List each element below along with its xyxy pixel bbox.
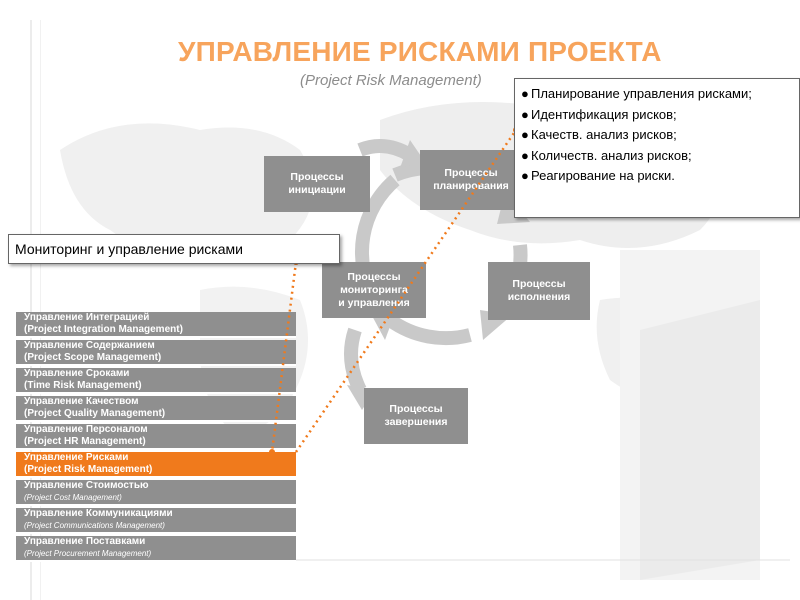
knowledge-area-ru: Управление Рисками [24,452,129,463]
knowledge-area-time: Управление Сроками (Time Risk Management… [16,368,296,394]
bullet-icon: ● [521,147,529,163]
knowledge-area-quality: Управление Качеством (Project Quality Ma… [16,396,296,422]
planning-item: ● Идентификация рисков; [521,105,793,126]
page-title: УПРАВЛЕНИЕ РИСКАМИ ПРОЕКТА [178,36,662,67]
planning-item-text: Реагирование на риски. [531,168,675,183]
knowledge-area-communications: Управление Коммуникациями (Project Commu… [16,508,296,534]
bullet-icon: ● [521,168,529,183]
knowledge-area-en: (Project Communications Management) [24,521,165,530]
planning-item: ● Реагирование на риски. [521,166,793,187]
process-planning: Процессы планирования [420,150,522,210]
planning-item: ● Качеств. анализ рисков; [521,125,793,146]
knowledge-area-ru: Управление Стоимостью [24,480,149,491]
knowledge-area-en: (Time Risk Management) [24,380,142,391]
knowledge-area-integration: Управление Интеграцией (Project Integrat… [16,312,296,338]
process-closing-line-1: Процессы [389,403,443,415]
knowledge-area-en: (Project Cost Management) [24,493,122,502]
process-initiation: Процессы инициации [264,156,370,212]
process-execution: Процессы исполнения [488,262,590,320]
process-closing-line-2: завершения [384,416,448,428]
process-planning-line-2: планирования [433,180,509,192]
knowledge-area-en: (Project Procurement Management) [24,549,152,558]
knowledge-area-risk: Управление Рисками (Project Risk Managem… [16,452,296,478]
knowledge-area-en: (Project Scope Management) [24,352,162,363]
knowledge-area-scope: Управление Содержанием (Project Scope Ma… [16,340,296,366]
planning-item-text: Качеств. анализ рисков; [531,127,677,142]
process-monitoring-line-2: мониторинга [340,283,408,296]
knowledge-area-en: (Project Quality Management) [24,408,166,419]
planning-callout: ● Планирование управления рисками; ● Иде… [514,78,800,218]
knowledge-area-procurement: Управление Поставками (Project Procureme… [16,536,296,562]
page-subtitle: (Project Risk Management) [300,72,482,89]
planning-item: ● Количеств. анализ рисков; [521,146,793,167]
knowledge-area-ru: Управление Сроками [24,368,130,379]
planning-item: ● Планирование управления рисками; [521,84,793,105]
planning-item-text: Количеств. анализ рисков; [531,147,692,163]
knowledge-area-cost: Управление Стоимостью (Project Cost Mana… [16,480,296,506]
planning-item-text: Идентификация рисков; [531,106,677,122]
process-monitoring-line-3: и управления [338,296,410,309]
knowledge-area-en: (Project Integration Management) [24,324,183,335]
process-planning-line-1: Процессы [444,167,498,179]
knowledge-area-hr: Управление Персоналом (Project HR Manage… [16,424,296,450]
process-monitoring: Процессы мониторинга и управления [322,262,426,318]
knowledge-area-ru: Управление Поставками [24,536,146,547]
bullet-icon: ● [521,127,529,142]
process-execution-line-2: исполнения [507,291,571,303]
planning-item-text: Планирование управления рисками; [531,86,752,101]
knowledge-area-ru: Управление Интеграцией [24,312,150,323]
bullet-icon: ● [521,106,529,122]
knowledge-area-ru: Управление Содержанием [24,340,155,351]
knowledge-area-en: (Project HR Management) [24,436,146,447]
knowledge-area-ru: Управление Коммуникациями [24,508,173,519]
monitoring-callout: Мониторинг и управление рисками [8,234,340,264]
knowledge-area-ru: Управление Персоналом [24,424,148,435]
process-closing: Процессы завершения [364,388,468,444]
process-initiation-line-2: инициации [288,184,346,196]
process-initiation-line-1: Процессы [290,171,344,183]
process-monitoring-line-1: Процессы [347,270,401,283]
bullet-icon: ● [521,86,529,101]
process-execution-line-1: Процессы [512,278,566,290]
knowledge-area-ru: Управление Качеством [24,396,139,407]
knowledge-area-en: (Project Risk Management) [24,464,153,475]
